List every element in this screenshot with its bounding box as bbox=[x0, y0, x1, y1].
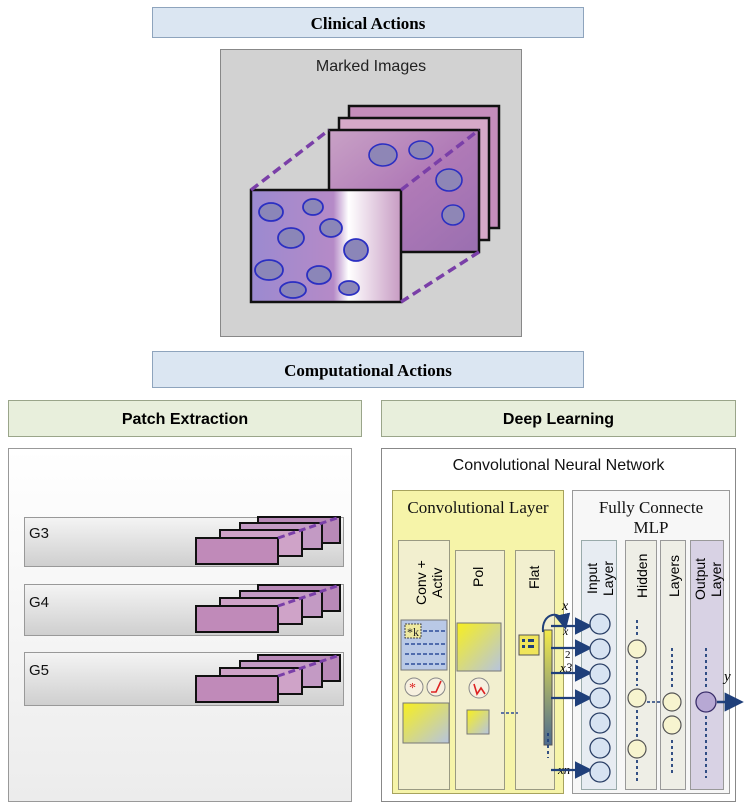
conv-layer-title: Convolutional Layer bbox=[407, 498, 549, 517]
input-node bbox=[589, 761, 611, 783]
activation-map bbox=[402, 702, 450, 744]
layers-column: Layers bbox=[660, 540, 686, 790]
output-layer-column: Output Layer bbox=[690, 540, 724, 790]
cnn-title: Convolutional Neural Network bbox=[452, 457, 665, 474]
grade-label: G3 bbox=[29, 525, 50, 542]
input-label-x3: x3 bbox=[559, 660, 573, 675]
mlp-title-line1: Fully Connecte bbox=[598, 498, 704, 517]
deep-learning-title: Deep Learning bbox=[502, 411, 615, 428]
input-node bbox=[589, 638, 611, 660]
hidden-node bbox=[627, 688, 647, 708]
marked-images-label: Marked Images bbox=[315, 58, 427, 75]
patch-stack-g4 bbox=[195, 583, 341, 633]
hidden-node bbox=[662, 715, 682, 735]
flatten-vector bbox=[543, 629, 553, 746]
clinical-actions-header: Clinical Actions bbox=[152, 7, 584, 38]
input-node bbox=[589, 613, 611, 635]
asterisk-icon bbox=[404, 677, 424, 697]
network-diagram: *k * x x 2 x3 xn bbox=[400, 599, 744, 783]
output-node bbox=[695, 691, 717, 713]
output-label-y: y bbox=[722, 669, 731, 685]
grade-label: G4 bbox=[29, 594, 50, 611]
input-node bbox=[589, 687, 611, 709]
input-label-2: 2 bbox=[565, 649, 571, 661]
marked-images-panel: Marked Images bbox=[220, 49, 522, 337]
hidden-node bbox=[627, 639, 647, 659]
patch-stack-g5 bbox=[195, 653, 341, 703]
marked-images-stack bbox=[249, 104, 501, 304]
pooling-icon bbox=[468, 677, 490, 699]
patch-extraction-title: Patch Extraction bbox=[121, 411, 249, 428]
computational-actions-title: Computational Actions bbox=[284, 361, 452, 380]
input-node bbox=[589, 663, 611, 685]
input-node bbox=[589, 712, 611, 734]
input-node bbox=[589, 737, 611, 759]
input-label-x1: x bbox=[562, 624, 569, 638]
pool-feature-map bbox=[456, 622, 502, 672]
input-label-x: x bbox=[561, 599, 569, 614]
clinical-actions-title: Clinical Actions bbox=[310, 14, 426, 33]
deep-learning-header: Deep Learning bbox=[381, 400, 736, 437]
svg-text:*: * bbox=[409, 681, 416, 696]
patch-stack-g3 bbox=[195, 515, 341, 565]
pool-small-map bbox=[466, 709, 490, 735]
patch-extraction-header: Patch Extraction bbox=[8, 400, 362, 437]
grade-label: G5 bbox=[29, 662, 50, 679]
computational-actions-header: Computational Actions bbox=[152, 351, 584, 388]
asterisk-icon: *k bbox=[407, 625, 419, 639]
mlp-title-line2: MLP bbox=[633, 518, 669, 537]
relu-icon bbox=[426, 677, 446, 697]
hidden-node bbox=[627, 739, 647, 759]
hidden-node bbox=[662, 692, 682, 712]
